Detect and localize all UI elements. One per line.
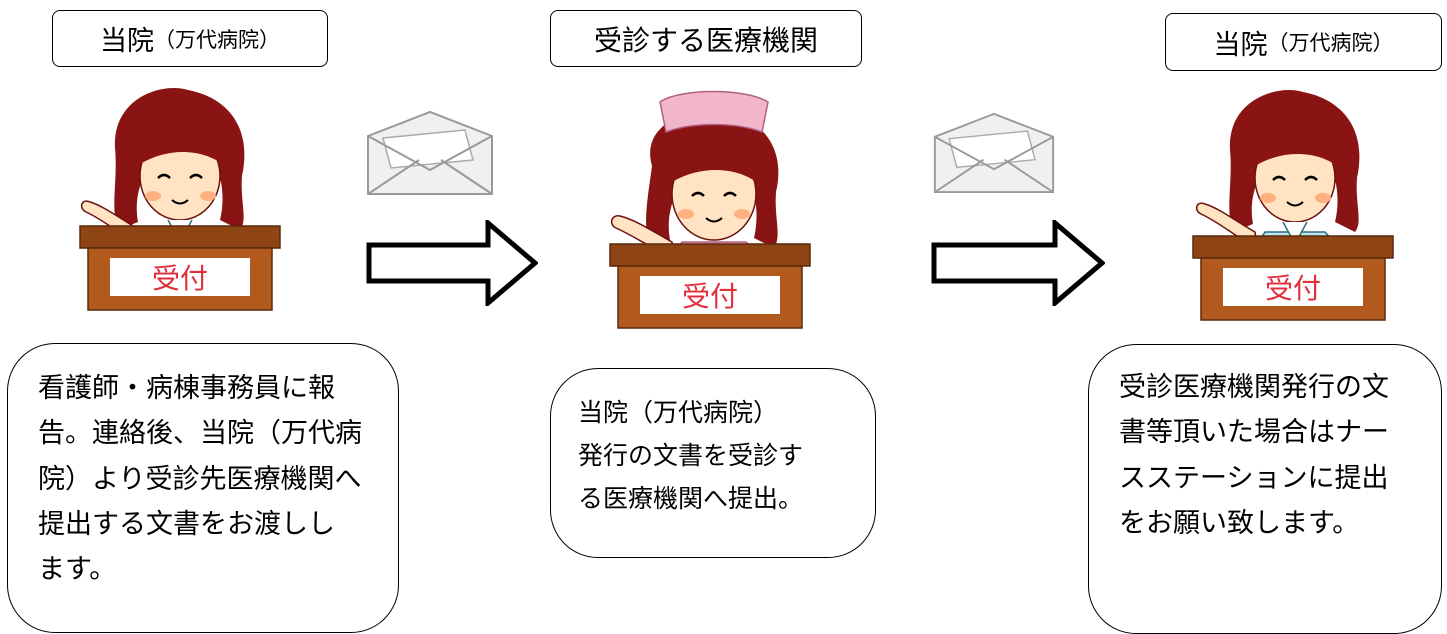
nurse-figure: 受付	[609, 90, 811, 329]
step2-description-box: 当院（万代病院） 発行の文書を受診す る医療機関へ提出。	[550, 368, 876, 558]
description-line: る医療機関へ提出。	[578, 484, 804, 513]
envelope-icon	[933, 112, 1055, 194]
step2-title-main: 受診する医療機関	[593, 23, 818, 57]
description-line: 発行の文書を受診す	[578, 441, 804, 470]
description-line: スステーションに提出	[1119, 462, 1389, 494]
right-arrow-icon	[366, 220, 538, 306]
description-line: をお願い致します。	[1119, 508, 1360, 540]
step2-title-box: 受診する医療機関	[550, 10, 862, 67]
description-line: 告。連絡後、当院（万代病	[38, 418, 362, 450]
step1-description-box: 看護師・病棟事務員に報 告。連絡後、当院（万代病 院）より受診先医療機関へ 提出…	[7, 343, 399, 633]
step3-title-main: 当院	[1213, 29, 1268, 61]
step1-title-box: 当院（万代病院）	[52, 10, 328, 67]
description-line: 院）より受診先医療機関へ	[38, 463, 362, 495]
step3-desk-sign: 受付	[1265, 272, 1321, 305]
description-line: 提出する文書をお渡しし	[38, 509, 335, 541]
step2-desk-sign: 受付	[682, 280, 738, 313]
description-line: 当院（万代病院）	[578, 398, 779, 427]
step1-desk-sign: 受付	[152, 262, 208, 295]
step1-title-main: 当院	[100, 26, 154, 57]
receptionist-figure: 受付	[79, 88, 281, 311]
envelope-icon	[367, 110, 493, 195]
step1-title-sub: （万代病院）	[154, 27, 280, 52]
description-line: 書等頂いた場合はナー	[1119, 417, 1389, 449]
right-arrow-icon	[931, 220, 1105, 306]
step3-title-box: 当院（万代病院）	[1165, 13, 1442, 71]
description-line: ます。	[38, 554, 117, 586]
step3-title-sub: （万代病院）	[1267, 31, 1394, 55]
description-line: 看護師・病棟事務員に報	[38, 373, 335, 404]
step3-description-box: 受診医療機関発行の文 書等頂いた場合はナー スステーションに提出 をお願い致しま…	[1088, 344, 1442, 634]
description-line: 受診医療機関発行の文	[1119, 372, 1389, 403]
receptionist-figure: 受付	[1192, 90, 1394, 321]
